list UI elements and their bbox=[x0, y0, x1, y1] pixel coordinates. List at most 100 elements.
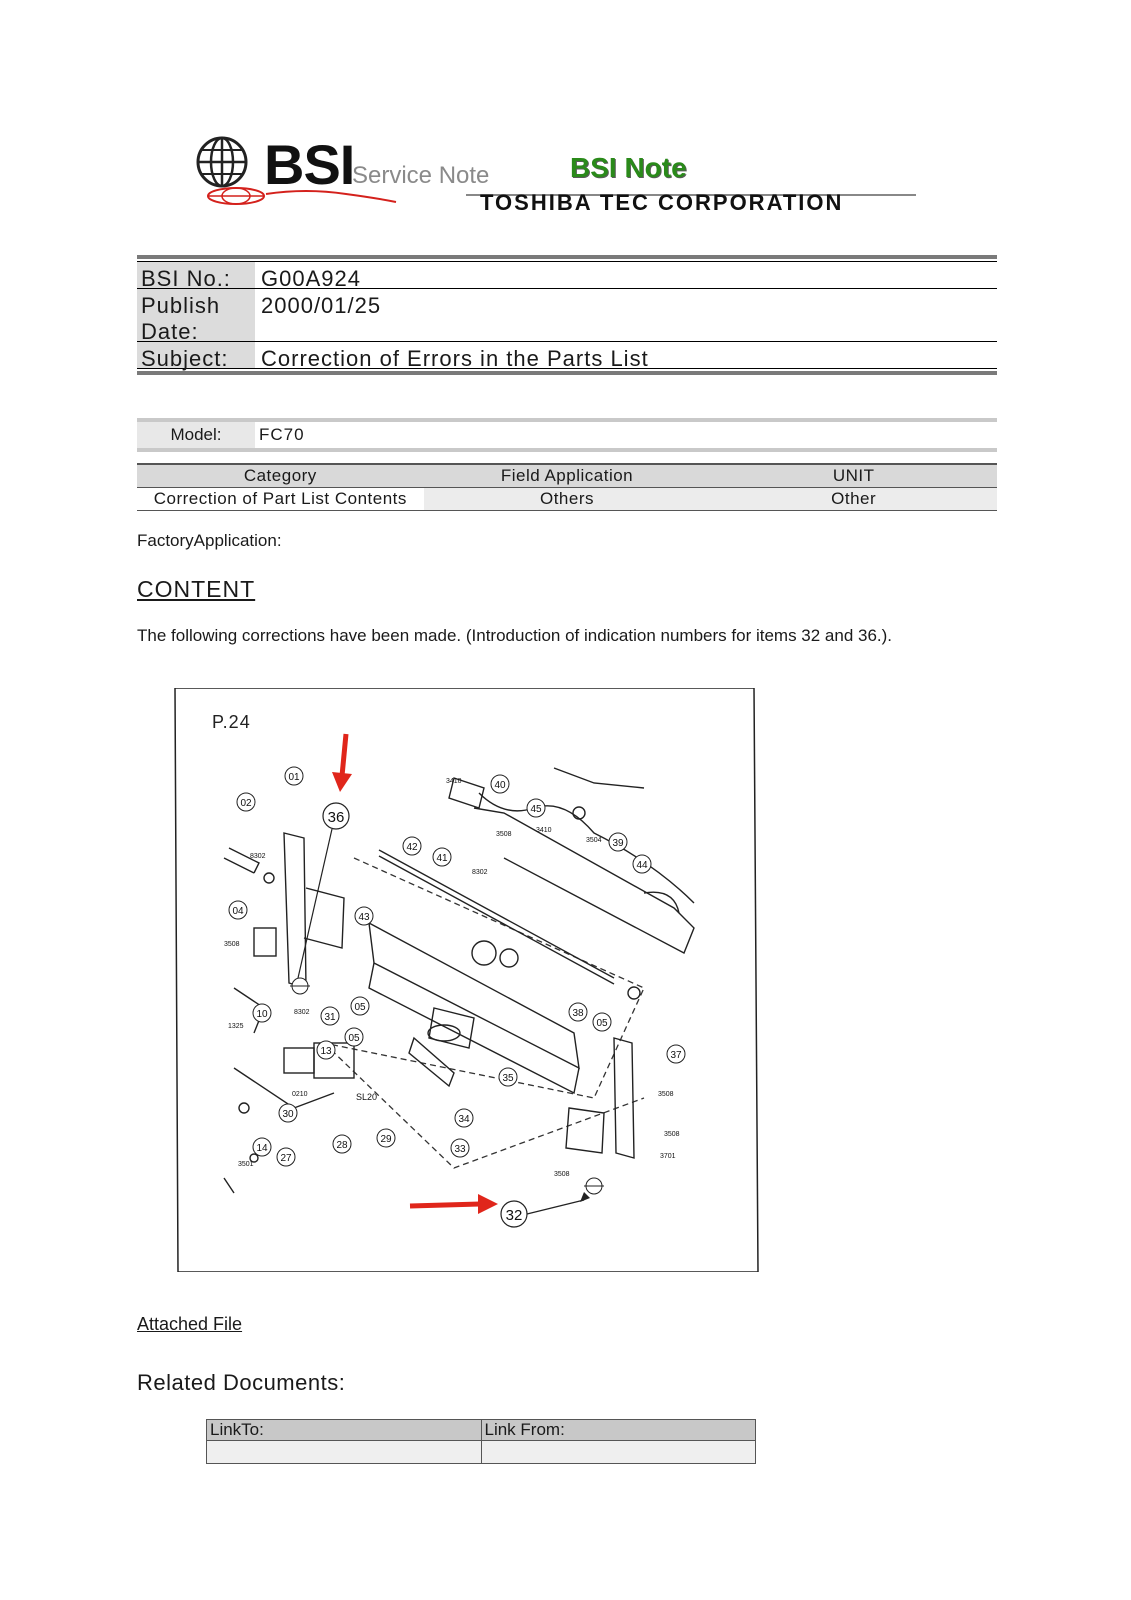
svg-text:3410: 3410 bbox=[446, 778, 462, 785]
callout-40: 40 bbox=[490, 774, 510, 794]
rail-and-guide bbox=[368, 807, 695, 1095]
callout-31: 31 bbox=[320, 1006, 340, 1026]
svg-text:14: 14 bbox=[256, 1143, 268, 1154]
svg-text:3508: 3508 bbox=[664, 1131, 680, 1138]
logo-service-note-text: Service Note bbox=[352, 162, 490, 189]
bsi-logo bbox=[196, 136, 916, 205]
divider bbox=[137, 368, 997, 369]
svg-text:38: 38 bbox=[572, 1008, 584, 1019]
callout-02: 02 bbox=[236, 792, 256, 812]
callout-04: 04 bbox=[228, 900, 248, 920]
svg-text:05: 05 bbox=[348, 1033, 360, 1044]
callout-37: 37 bbox=[666, 1044, 686, 1064]
svg-text:29: 29 bbox=[380, 1134, 392, 1145]
bsi-no-value: G00A924 bbox=[261, 266, 361, 291]
svg-text:43: 43 bbox=[358, 912, 370, 923]
unit-value: Other bbox=[710, 487, 997, 511]
callout-32-highlight: 32 bbox=[500, 1192, 590, 1228]
svg-text:3410: 3410 bbox=[536, 827, 552, 834]
logo-bsi-text: BSI bbox=[264, 133, 355, 196]
page-label: P.24 bbox=[212, 712, 251, 732]
svg-text:39: 39 bbox=[612, 838, 624, 849]
callout-14: 14 bbox=[252, 1137, 272, 1157]
svg-text:30: 30 bbox=[282, 1109, 294, 1120]
callout-32-small bbox=[290, 977, 604, 1195]
svg-text:10: 10 bbox=[256, 1009, 268, 1020]
svg-text:45: 45 bbox=[530, 804, 542, 815]
callout-33: 33 bbox=[450, 1138, 470, 1158]
callout-43: 43 bbox=[354, 906, 374, 926]
divider bbox=[137, 261, 997, 262]
assembly-outline bbox=[323, 857, 645, 1169]
divider bbox=[137, 448, 997, 452]
svg-text:0210: 0210 bbox=[292, 1091, 308, 1098]
header-unit: UNIT bbox=[710, 463, 997, 488]
svg-text:42: 42 bbox=[406, 842, 418, 853]
model-row: Model: FC70 bbox=[137, 418, 997, 452]
svg-text:8302: 8302 bbox=[294, 1009, 310, 1016]
bsi-no-label: BSI No.: bbox=[137, 262, 255, 291]
svg-text:40: 40 bbox=[494, 780, 506, 791]
publish-date-label-line2: Date: bbox=[141, 319, 199, 344]
callout-05: 05 bbox=[344, 1027, 364, 1047]
svg-text:31: 31 bbox=[324, 1012, 336, 1023]
callout-34: 34 bbox=[454, 1108, 474, 1128]
callout-01: 01 bbox=[284, 766, 304, 786]
related-documents-table: LinkTo: Link From: bbox=[206, 1419, 756, 1464]
callout-10: 10 bbox=[252, 1003, 272, 1023]
svg-text:44: 44 bbox=[636, 860, 648, 871]
callout-45: 45 bbox=[526, 798, 546, 818]
callout-38: 38 bbox=[568, 1002, 588, 1022]
svg-text:3501: 3501 bbox=[238, 1161, 254, 1168]
company-name: TOSHIBA TEC CORPORATION bbox=[480, 190, 844, 215]
bsi-no-row: BSI No.: G00A924 bbox=[137, 262, 997, 291]
link-to-cell bbox=[206, 1440, 482, 1464]
svg-text:02: 02 bbox=[240, 798, 252, 809]
subject-row: Subject: Correction of Errors in the Par… bbox=[137, 342, 997, 371]
svg-text:3508: 3508 bbox=[554, 1171, 570, 1178]
category-table: Category Field Application UNIT Correcti… bbox=[137, 463, 997, 511]
link-from-cell bbox=[480, 1440, 756, 1464]
callout-44: 44 bbox=[632, 854, 652, 874]
header-link-from: Link From: bbox=[480, 1419, 756, 1441]
publish-date-label: Publish Date: bbox=[137, 289, 255, 344]
divider bbox=[137, 371, 997, 375]
svg-text:05: 05 bbox=[596, 1018, 608, 1029]
svg-text:35: 35 bbox=[502, 1073, 514, 1084]
svg-text:3508: 3508 bbox=[496, 831, 512, 838]
factory-application-label: FactoryApplication: bbox=[137, 531, 282, 550]
right-bracket bbox=[448, 767, 695, 1159]
model-label: Model: bbox=[137, 422, 255, 448]
divider bbox=[137, 418, 997, 422]
callout-36-highlight: 36 bbox=[297, 802, 350, 979]
publish-date-label-line1: Publish bbox=[141, 293, 221, 318]
callout-05: 05 bbox=[350, 996, 370, 1016]
callout-05: 05 bbox=[592, 1012, 612, 1032]
part-callouts: 01 02 04 10 13 14 27 28 29 30 31 33 34 3… bbox=[228, 766, 686, 1167]
svg-text:3508: 3508 bbox=[224, 941, 240, 948]
header-link-to: LinkTo: bbox=[206, 1419, 482, 1441]
svg-text:01: 01 bbox=[288, 772, 300, 783]
svg-text:04: 04 bbox=[232, 906, 244, 917]
svg-text:SL20: SL20 bbox=[356, 1092, 377, 1102]
svg-text:1325: 1325 bbox=[228, 1023, 244, 1030]
red-arrow-down-icon bbox=[332, 733, 352, 792]
svg-text:28: 28 bbox=[336, 1140, 348, 1151]
part-codes: 3410 3410 3508 3504 8302 8302 8302 3501 … bbox=[224, 778, 680, 1178]
model-value: FC70 bbox=[259, 425, 305, 444]
divider bbox=[137, 255, 997, 259]
bsi-info-table: BSI No.: G00A924 Publish Date: 2000/01/2… bbox=[137, 255, 997, 375]
attached-file-link[interactable]: Attached File bbox=[137, 1314, 243, 1334]
callout-42: 42 bbox=[402, 836, 422, 856]
table-row bbox=[206, 1440, 756, 1464]
red-arrow-right-icon bbox=[409, 1194, 498, 1214]
svg-text:32: 32 bbox=[506, 1207, 523, 1224]
content-heading: CONTENT bbox=[137, 576, 256, 602]
callout-30: 30 bbox=[278, 1103, 298, 1123]
parts-diagram: P.24 bbox=[174, 688, 759, 1272]
header-category: Category bbox=[137, 463, 424, 488]
callout-29: 29 bbox=[376, 1128, 396, 1148]
svg-text:34: 34 bbox=[458, 1114, 470, 1125]
svg-text:8302: 8302 bbox=[472, 869, 488, 876]
callout-41: 41 bbox=[432, 847, 452, 867]
